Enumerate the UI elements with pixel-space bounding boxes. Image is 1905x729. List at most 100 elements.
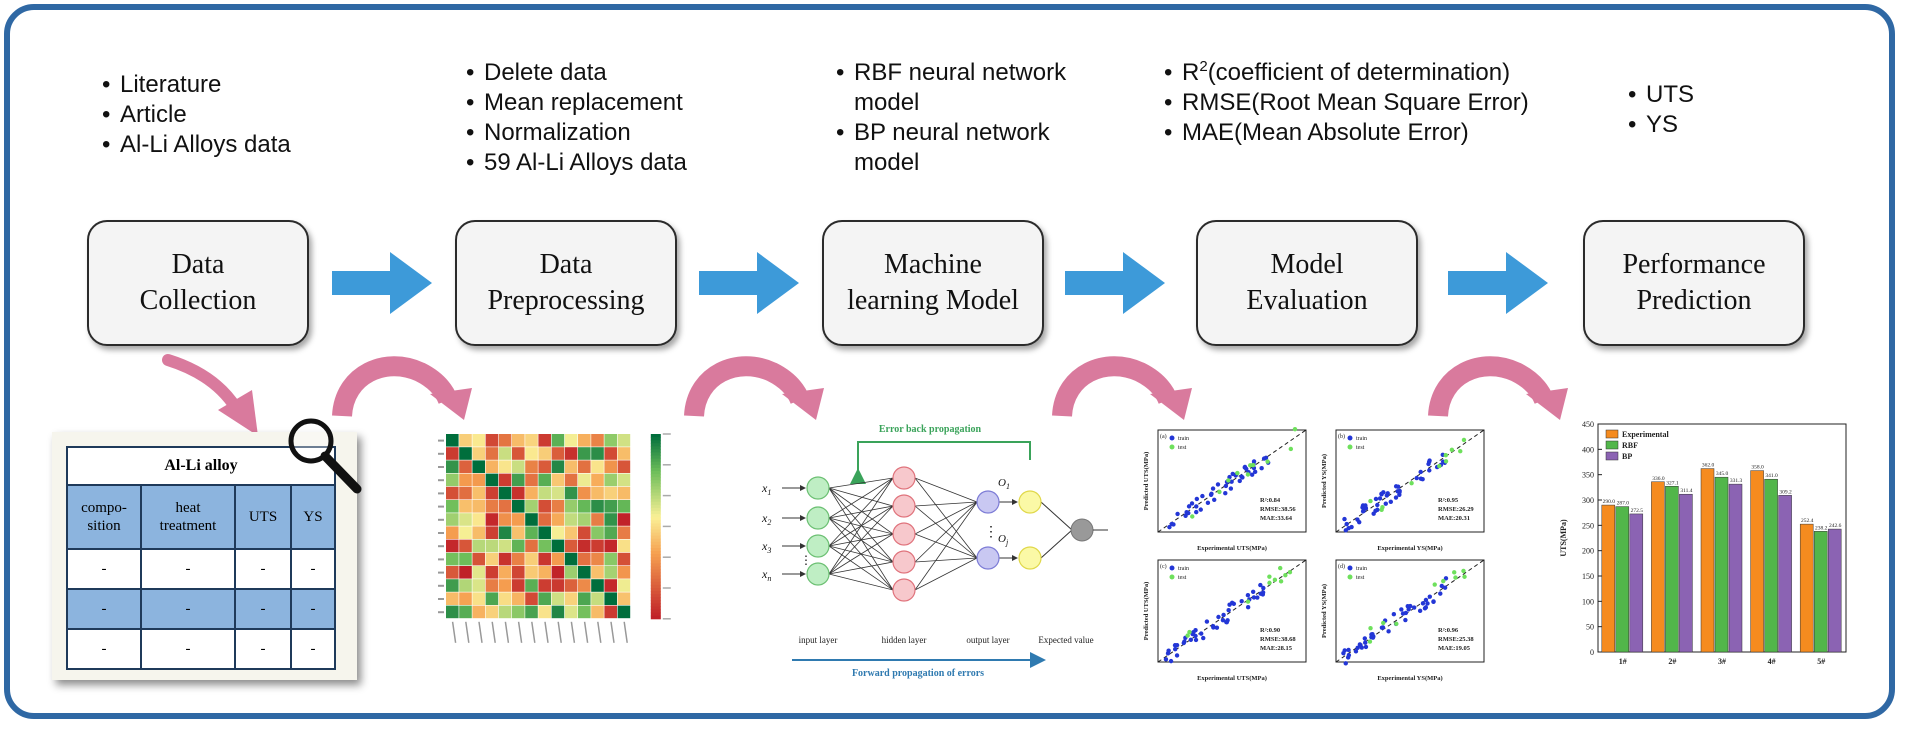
heatmap-cell — [512, 579, 525, 592]
heatmap-cell — [617, 579, 631, 592]
input-node — [806, 506, 830, 530]
test-point — [1443, 459, 1449, 464]
heatmap-cell — [591, 552, 604, 566]
scatter-panel: (a)traintestR²:0.84RMSE:38.56MAE:33.64Ex… — [1143, 426, 1307, 552]
train-point — [1344, 521, 1349, 527]
heatmap-cell — [538, 460, 551, 473]
input-label: xn — [761, 567, 771, 583]
colorbar-segment — [650, 477, 661, 481]
colorbar-segment — [650, 434, 661, 438]
column-label-mark — [504, 621, 510, 643]
colorbar-segment — [650, 563, 661, 567]
input-label: x2 — [761, 511, 771, 527]
bar-value-label: 331.3 — [1730, 478, 1743, 484]
column-label-mark — [557, 621, 562, 643]
train-point — [1403, 617, 1408, 623]
heatmap-cell — [459, 605, 472, 619]
heatmap-cell — [591, 447, 604, 460]
train-point — [1355, 645, 1360, 650]
heatmap-cell — [617, 592, 631, 605]
r2-description: (coefficient of determination) — [1207, 59, 1511, 86]
colorbar-segment — [650, 597, 661, 601]
colorbar-segment — [650, 600, 661, 604]
bar — [1651, 481, 1665, 653]
train-point — [1186, 510, 1191, 516]
heatmap-cell — [564, 552, 578, 566]
hidden-node — [892, 578, 916, 602]
table-cell: - — [140, 588, 236, 630]
hidden-node — [892, 550, 916, 574]
table-cell: - — [66, 588, 142, 630]
x-axis-label: Experimental YS(MPa) — [1377, 675, 1442, 682]
train-point — [1204, 619, 1210, 624]
train-point — [1220, 618, 1226, 623]
connection — [828, 477, 894, 519]
heatmap-cell — [564, 592, 578, 605]
column-label-mark — [517, 621, 523, 643]
heatmap-cell — [485, 447, 499, 460]
train-point — [1443, 576, 1449, 581]
train-point — [1186, 504, 1192, 509]
bar-value-label: 309.2 — [1779, 489, 1792, 495]
test-point — [1461, 568, 1466, 574]
train-point — [1384, 493, 1390, 498]
heatmap-cell — [538, 579, 551, 592]
identity-line — [1335, 429, 1485, 533]
scatter-panel: (b)traintestR²:0.95RMSE:26.29MAE:20.31Ex… — [1321, 429, 1485, 552]
prediction-bullets: UTS YS — [1628, 80, 1694, 140]
heatmap-cell — [512, 473, 525, 487]
train-point — [1245, 605, 1251, 610]
step-title-line2: learning Model — [847, 285, 1019, 316]
train-point — [1175, 511, 1180, 517]
connection — [828, 533, 894, 575]
connection — [914, 477, 978, 503]
heatmap-cell — [472, 552, 485, 566]
heatmap-cell — [485, 592, 499, 605]
legend-label: test — [1356, 445, 1365, 451]
heatmap-cell — [578, 539, 591, 553]
heatmap-cell — [498, 566, 512, 579]
heatmap-cell — [578, 473, 591, 487]
heatmap-cell — [578, 460, 591, 473]
bar-value-label: 341.0 — [1765, 473, 1778, 479]
train-point — [1423, 597, 1429, 603]
bar — [1778, 495, 1792, 653]
bullet-item: R2(coefficient of determination) — [1164, 58, 1529, 88]
heatmap-cell — [525, 500, 538, 513]
train-point — [1411, 605, 1417, 610]
header-line: heat — [175, 500, 201, 516]
heatmap-cell — [578, 500, 591, 513]
heatmap-cell — [446, 526, 459, 539]
step-title-line1: Machine — [884, 249, 982, 280]
test-point — [1287, 569, 1293, 575]
heatmap-cell — [472, 434, 485, 447]
connection — [828, 477, 894, 489]
identity-line — [1157, 429, 1307, 533]
table-cell: - — [140, 548, 236, 590]
colorbar-segment — [650, 541, 661, 546]
heatmap-cell — [604, 460, 617, 473]
heatmap-cell — [485, 605, 499, 619]
bar — [1615, 506, 1630, 653]
collection-bullets: Literature Article Al-Li Alloys data — [102, 70, 291, 160]
heatmap-cell — [446, 500, 459, 513]
heatmap-cell — [591, 473, 604, 487]
train-point — [1397, 488, 1402, 494]
metric-label: R²:0.95 — [1438, 497, 1459, 504]
colorbar-segment — [650, 588, 661, 592]
heatmap-cell — [459, 539, 472, 553]
colorbar-segment — [650, 609, 661, 614]
colorbar-segment — [650, 437, 661, 441]
step-data-preprocessing: Data Preprocessing — [455, 220, 677, 346]
r2-superscript: 2 — [1199, 58, 1208, 75]
heatmap-cell — [525, 526, 538, 539]
legend-marker — [1347, 435, 1353, 441]
table-cell: - — [290, 628, 336, 670]
train-point — [1194, 504, 1199, 509]
heatmap-cell — [485, 539, 499, 553]
heatmap-cell — [498, 579, 512, 592]
column-label-mark — [478, 621, 483, 643]
arrow-right-icon — [699, 252, 799, 314]
output-node — [976, 490, 1000, 514]
heatmap-cell — [564, 513, 578, 526]
